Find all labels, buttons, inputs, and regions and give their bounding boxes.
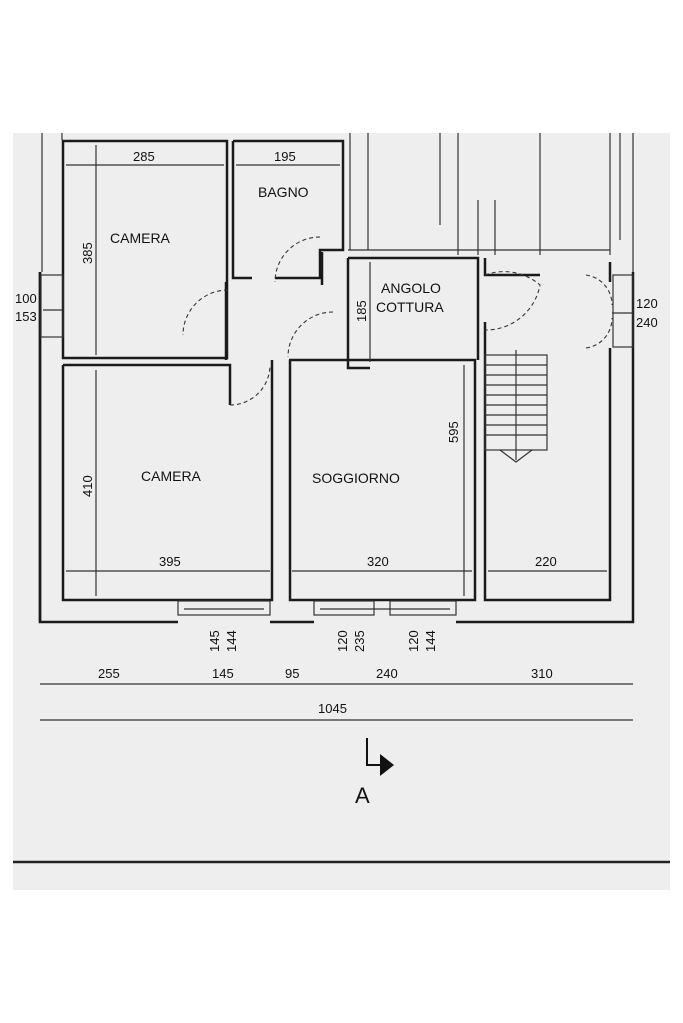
dim-camera-bottom-height: 410: [80, 475, 95, 497]
dim-window-left-b: 153: [15, 309, 37, 324]
room-label-camera-top: CAMERA: [110, 230, 171, 246]
dim-win1-a: 145: [207, 630, 222, 652]
room-label-camera-bottom: CAMERA: [141, 468, 202, 484]
windows: [40, 274, 634, 616]
dim-stair-width: 220: [535, 554, 557, 569]
room-label-bagno: BAGNO: [258, 184, 309, 200]
section-marker-label: A: [355, 783, 370, 808]
dim-camera-bottom-width: 395: [159, 554, 181, 569]
dim-soggiorno-width: 320: [367, 554, 389, 569]
dim-win3-b: 144: [423, 630, 438, 652]
upper-fragments: [41, 133, 634, 272]
dim-win2-a: 120: [335, 630, 350, 652]
dim-win2-b: 235: [352, 630, 367, 652]
dim-camera-top-width: 285: [133, 149, 155, 164]
dim-window-right-b: 240: [636, 315, 658, 330]
door-swings: [182, 236, 613, 406]
outer-walls: [38, 272, 635, 624]
section-marker: A: [355, 738, 394, 808]
plan-sheet: [13, 133, 670, 890]
dim-chain-1: 255: [98, 666, 120, 681]
dim-window-right-a: 120: [636, 296, 658, 311]
dim-total: 1045: [318, 701, 347, 716]
dim-chain-2: 145: [212, 666, 234, 681]
section-arrow-icon: [380, 754, 394, 776]
dim-win1-b: 144: [224, 630, 239, 652]
dim-soggiorno-height: 595: [446, 421, 461, 443]
dim-bagno-width: 195: [274, 149, 296, 164]
room-label-angolo: ANGOLO: [381, 280, 441, 296]
dim-chain-4: 240: [376, 666, 398, 681]
dim-chain-5: 310: [531, 666, 553, 681]
exterior-dimension-lines: [40, 683, 633, 721]
room-label-cottura: COTTURA: [376, 299, 444, 315]
interior-dimension-lines: [43, 145, 633, 596]
dim-win3-a: 120: [406, 630, 421, 652]
staircase: [484, 350, 548, 463]
dim-chain-3: 95: [285, 666, 299, 681]
dim-window-left-a: 100: [15, 291, 37, 306]
dim-angolo-height: 185: [354, 300, 369, 322]
dim-camera-top-height: 385: [80, 242, 95, 264]
room-label-soggiorno: SOGGIORNO: [312, 470, 400, 486]
